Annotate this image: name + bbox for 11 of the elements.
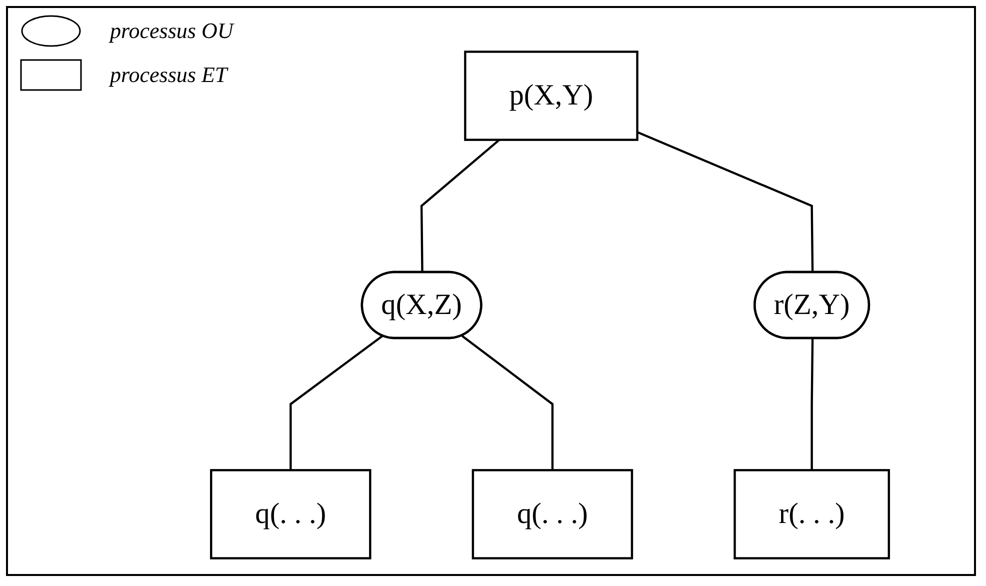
node-box: p(X,Y) xyxy=(464,50,638,141)
node-box: r(. . .) xyxy=(734,469,890,560)
connector xyxy=(420,139,500,273)
connector xyxy=(290,335,384,470)
connector xyxy=(810,338,814,470)
legend-text: processus ET xyxy=(110,62,228,88)
node-box: q(. . .) xyxy=(472,469,634,560)
legend-text: processus OU xyxy=(110,18,234,44)
node-box: q(. . .) xyxy=(210,469,372,560)
connector xyxy=(462,335,554,470)
connector xyxy=(636,131,814,273)
